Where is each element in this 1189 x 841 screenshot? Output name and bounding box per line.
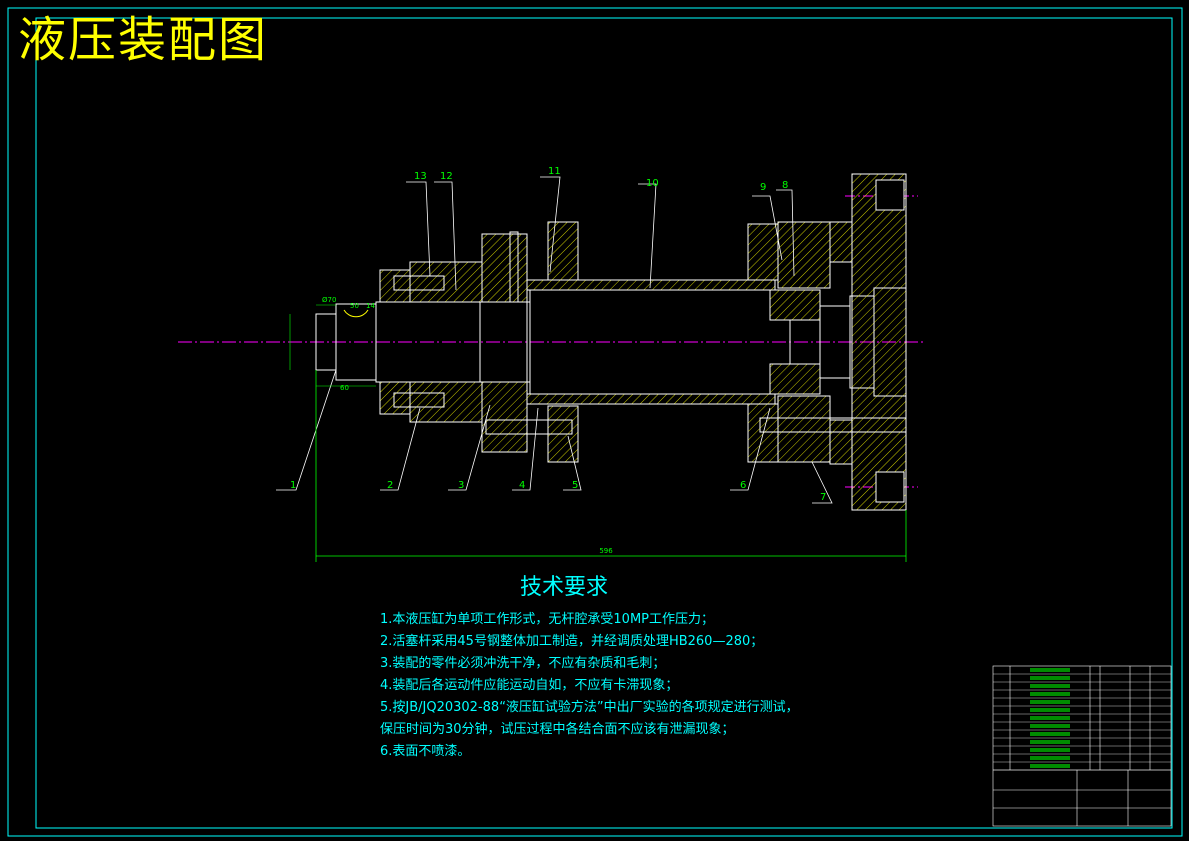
piston xyxy=(769,289,875,395)
rod-dimension-2: 50 xyxy=(350,302,359,310)
front-bolts xyxy=(393,231,573,435)
requirement-item: 保压时间为30分钟，试压过程中各结合面不应该有泄漏现象； xyxy=(380,722,735,737)
bom-cell-text-mark xyxy=(1030,684,1070,688)
part-label-1: 1 xyxy=(290,480,296,491)
requirement-item: 5.按JB/JQ20302-88“液压缸试验方法”中出厂实验的各项规定进行测试， xyxy=(380,700,799,715)
bom-cell-text-mark xyxy=(1030,748,1070,752)
part-label-10: 10 xyxy=(646,178,659,189)
inner-border xyxy=(35,17,1173,829)
overall-dimension-value: 596 xyxy=(599,547,613,555)
tech-requirements-list: 1.本液压缸为单项工作形式，无杆腔承受10MP工作压力； 2.活塞杆采用45号钢… xyxy=(380,609,799,763)
tech-requirements-title: 技术要求 xyxy=(520,575,609,600)
bom-cell-text-mark xyxy=(1030,668,1070,672)
part-label-6: 6 xyxy=(740,480,746,491)
bom-cell-text-mark xyxy=(1030,732,1070,736)
rod-dimension-4: 60 xyxy=(340,384,349,392)
front-end-cap xyxy=(379,221,579,463)
bom-cell-text-mark xyxy=(1030,700,1070,704)
rod-dimension-3: 14 xyxy=(366,302,375,310)
part-label-4: 4 xyxy=(519,480,525,491)
part-label-2: 2 xyxy=(387,480,393,491)
requirement-item: 4.装配后各运动件应能运动自如，不应有卡滞现象； xyxy=(380,678,679,693)
rear-end-cap xyxy=(747,173,907,511)
requirement-item: 6.表面不喷漆。 xyxy=(380,744,471,759)
cylinder-barrel xyxy=(526,279,776,405)
bom-cell-text-mark xyxy=(1030,764,1070,768)
requirement-item: 2.活塞杆采用45号钢整体加工制造，并经调质处理HB260—280； xyxy=(380,634,764,649)
outer-border xyxy=(7,7,1183,837)
overall-dimension xyxy=(315,370,907,562)
leader-lines xyxy=(276,176,833,504)
part-label-9: 9 xyxy=(760,182,766,193)
part-label-5: 5 xyxy=(572,480,578,491)
bom-cell-text-mark xyxy=(1030,676,1070,680)
rod-dimension-1: Ø70 xyxy=(322,296,336,304)
part-label-12: 12 xyxy=(440,171,453,182)
bom-cell-text-mark xyxy=(1030,716,1070,720)
part-label-11: 11 xyxy=(548,166,561,177)
part-label-13: 13 xyxy=(414,171,427,182)
bom-rows xyxy=(993,668,1171,771)
bom-cell-text-mark xyxy=(1030,708,1070,712)
bom-cell-text-mark xyxy=(1030,740,1070,744)
requirement-item: 1.本液压缸为单项工作形式，无杆腔承受10MP工作压力； xyxy=(380,612,715,627)
bom-cell-text-mark xyxy=(1030,692,1070,696)
drawing-title: 液压装配图 xyxy=(18,12,269,68)
part-label-7: 7 xyxy=(820,492,826,503)
bom-cell-text-mark xyxy=(1030,756,1070,760)
requirement-item: 3.装配的零件必须冲洗干净，不应有杂质和毛刺； xyxy=(380,656,666,671)
part-label-8: 8 xyxy=(782,180,788,191)
part-label-3: 3 xyxy=(458,480,464,491)
bom-cell-text-mark xyxy=(1030,724,1070,728)
